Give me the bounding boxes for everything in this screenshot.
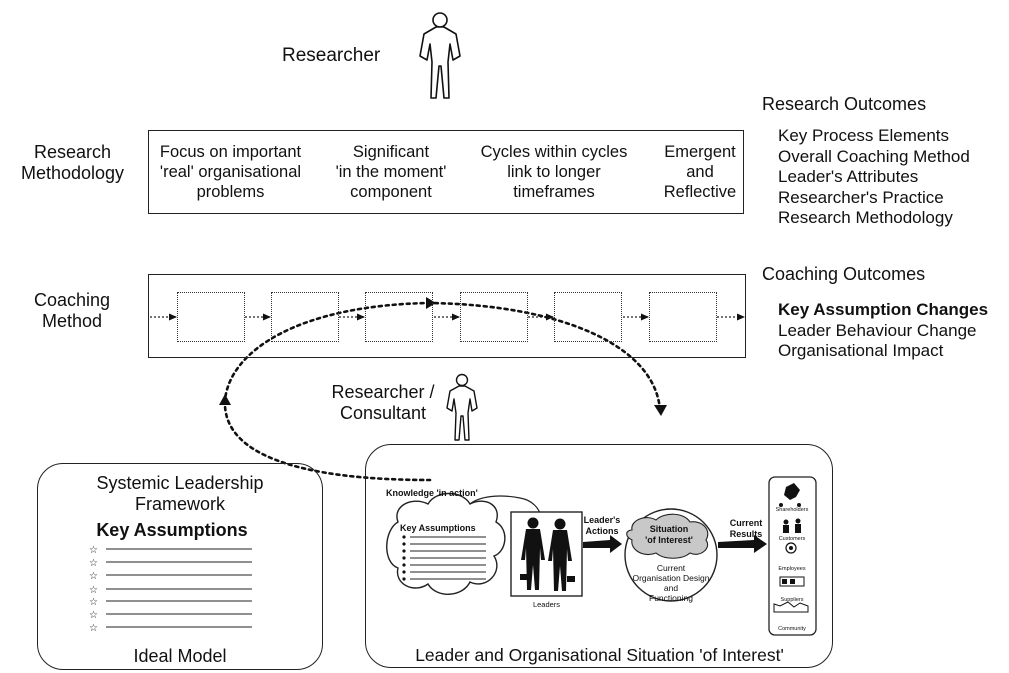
framework-title: Systemic Leadership Framework — [40, 473, 320, 515]
coaching-step-box — [460, 292, 528, 342]
current-org-line3: and — [663, 583, 679, 593]
research-methodology-label: Research Methodology — [10, 142, 135, 184]
leaders-label: Leaders — [532, 600, 561, 609]
svg-text:☆: ☆ — [89, 545, 98, 556]
coaching-step-box — [271, 292, 339, 342]
situation-circle — [624, 508, 718, 602]
cycle-arrowheads — [219, 297, 667, 416]
coaching-step-box — [649, 292, 717, 342]
research-outcomes-title: Research Outcomes — [762, 94, 927, 114]
stakeholder-label-community: Community — [778, 626, 806, 632]
leaders-icon — [510, 511, 583, 597]
knowledge-in-action-label: Knowledge 'in action' — [386, 488, 478, 498]
situation-line2: 'of Interest' — [645, 535, 693, 545]
research-outcome-item: Research Methodology — [778, 208, 953, 227]
coaching-outcomes-title: Coaching Outcomes — [762, 264, 926, 284]
researcher-label: Researcher — [282, 45, 381, 66]
framework-panel — [37, 463, 323, 670]
coaching-cycle-loop — [223, 301, 662, 482]
coaching-outcomes-list: Key Assumption Changes Leader Behaviour … — [778, 300, 1009, 362]
framework-assumption-list — [106, 548, 252, 628]
research-outcomes-list: Key Process Elements Overall Coaching Me… — [778, 126, 1008, 229]
consultant-figure-icon — [446, 373, 478, 441]
current-results-line1: Current — [729, 518, 763, 528]
coaching-step-box — [554, 292, 622, 342]
research-outcome-item: Researcher's Practice — [778, 187, 944, 207]
methodology-column-3: Cycles within cycles link to longer time… — [480, 143, 628, 201]
framework-title-line1: Systemic Leadership — [96, 473, 264, 493]
current-results-label: Current Results — [724, 518, 768, 540]
framework-key-assumptions: Key Assumptions — [96, 520, 248, 540]
current-results-arrow — [718, 535, 767, 553]
leaders-actions-line2: Actions — [585, 526, 619, 536]
stakeholder-label-suppliers: Suppliers — [780, 597, 804, 603]
svg-text:☆: ☆ — [89, 610, 98, 621]
stakeholder-label-employees: Employees — [778, 566, 806, 572]
current-organisation-label: Current Organisation Design and Function… — [627, 563, 715, 603]
coaching-outcome-item: Key Assumption Changes — [778, 300, 989, 319]
research-methodology-box — [148, 130, 744, 214]
research-outcome-item: Overall Coaching Method — [778, 146, 970, 166]
situation-panel — [365, 444, 833, 668]
current-results-line2: Results — [729, 529, 763, 539]
coaching-method-label-line1: Coaching — [33, 290, 111, 310]
current-org-line1: Current — [656, 563, 686, 573]
leaders-actions-label: Leader's Actions — [582, 515, 622, 537]
methodology-column-1: Focus on important 'real' organisational… — [159, 143, 302, 201]
stakeholder-label-shareholders: Shareholders — [775, 507, 809, 513]
coaching-step-box — [365, 292, 433, 342]
svg-text:☆: ☆ — [89, 623, 98, 634]
situation-footer: Leader and Organisational Situation 'of … — [415, 645, 784, 665]
coaching-outcome-item: Organisational Impact — [778, 341, 944, 360]
stakeholder-label-customers: Customers — [778, 536, 806, 542]
svg-text:☆: ☆ — [89, 558, 98, 569]
coaching-method-box — [148, 274, 746, 358]
current-org-line4: Functioning — [649, 593, 693, 603]
coaching-outcome-item: Leader Behaviour Change — [778, 320, 977, 340]
researcher-figure-icon — [419, 12, 461, 99]
consultant-label-line1: Researcher / — [331, 382, 435, 402]
knowledge-in-action-link — [469, 495, 543, 521]
consultant-label-line2: Consultant — [339, 403, 427, 423]
svg-text:☆: ☆ — [89, 585, 98, 596]
svg-text:☆: ☆ — [89, 571, 98, 582]
framework-title-line2: Framework — [134, 494, 225, 514]
leaders-actions-arrow — [583, 535, 622, 553]
coaching-method-label: Coaching Method — [12, 290, 132, 332]
research-outcome-item: Key Process Elements — [778, 126, 950, 145]
methodology-column-2: Significant 'in the moment' component — [335, 143, 447, 201]
research-methodology-label-line1: Research — [33, 142, 112, 162]
situation-label: Situation 'of Interest' — [634, 524, 704, 546]
research-outcome-item: Leader's Attributes — [778, 167, 919, 186]
cloud-star-icons — [402, 535, 406, 581]
current-org-line2: Organisation Design — [632, 573, 710, 583]
cloud-key-assumptions-label: Key Assumptions — [400, 523, 476, 533]
coaching-method-label-line2: Method — [41, 311, 103, 331]
methodology-column-4: Emergent and Reflective — [663, 143, 737, 201]
cloud-assumption-lines — [410, 536, 486, 580]
framework-footer: Ideal Model — [133, 646, 227, 666]
framework-star-icons: ☆ ☆ ☆ ☆ ☆ ☆ ☆ — [89, 545, 98, 634]
consultant-label: Researcher / Consultant — [318, 382, 448, 424]
coaching-step-box — [177, 292, 245, 342]
situation-line1: Situation — [649, 524, 689, 534]
leaders-actions-line1: Leader's — [583, 515, 621, 525]
stakeholders-panel — [768, 476, 817, 636]
research-methodology-label-line2: Methodology — [20, 163, 125, 183]
svg-text:☆: ☆ — [89, 597, 98, 608]
